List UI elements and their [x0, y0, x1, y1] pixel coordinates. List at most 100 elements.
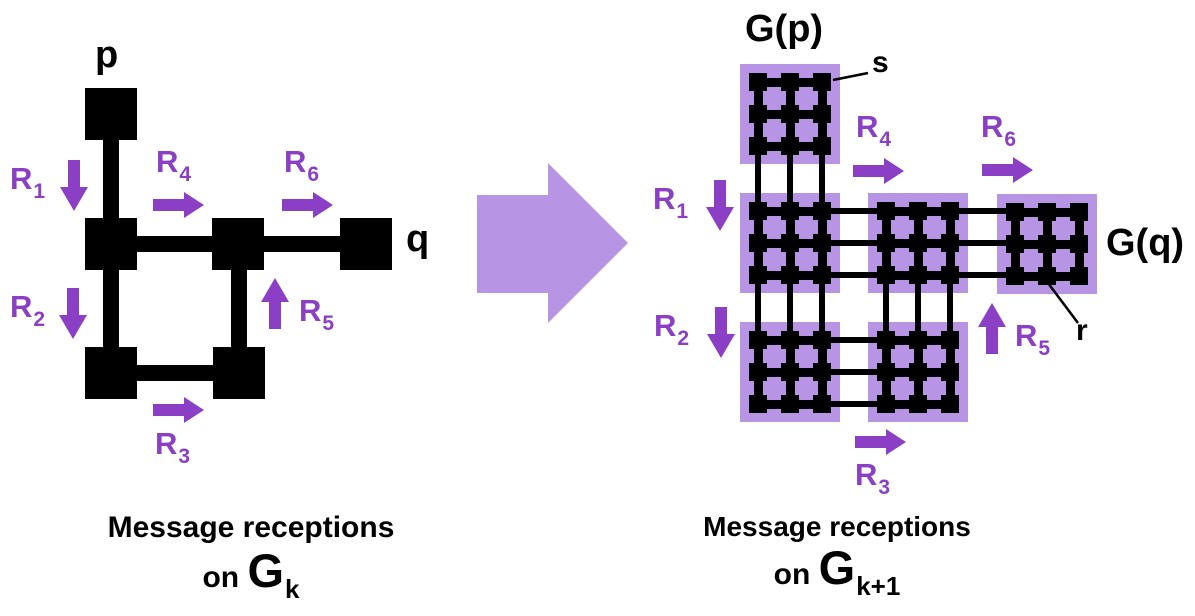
supernode-cell	[813, 395, 831, 413]
supernode-cell	[781, 363, 799, 381]
supernode-cell	[1038, 203, 1056, 221]
left-caption-line2: on Gk	[40, 543, 462, 602]
supernode-cell	[749, 105, 767, 123]
reception-letter: R	[653, 181, 676, 216]
arrow-head-down-icon	[707, 334, 735, 358]
reception-letter: R	[856, 109, 879, 144]
reception-label-r4-left: R4	[156, 144, 191, 185]
reception-letter: R	[1015, 318, 1038, 353]
graph-edge	[111, 236, 238, 252]
arrow-shaft	[715, 307, 727, 335]
arrow-head-up-icon	[261, 278, 289, 302]
arrow-shaft	[986, 326, 998, 354]
supernode-cell	[1070, 203, 1088, 221]
right-caption-line1: Message receptions	[703, 511, 971, 542]
graph-edge	[103, 114, 119, 244]
supernode-cell	[749, 395, 767, 413]
arrow-head-right-icon	[313, 192, 333, 218]
reception-label-r1-left: R1	[10, 161, 45, 202]
reception-label-r5-left: R5	[299, 295, 334, 334]
reception-letter: R	[10, 161, 33, 196]
reception-letter: R	[155, 426, 178, 461]
right-caption-on: on	[773, 558, 811, 592]
reception-label-r2-left: R2	[10, 291, 45, 330]
reception-subscript: 2	[677, 327, 690, 350]
intercluster-edge	[822, 369, 886, 375]
reception-letter: R	[981, 109, 1004, 144]
right-caption-subscript: k+1	[856, 571, 901, 602]
reception-letter: R	[156, 144, 179, 179]
graph-node-p-node	[85, 88, 137, 140]
reception-label-r4-right: R4	[856, 109, 891, 150]
graph-edge	[231, 244, 247, 373]
reception-label-r3-right: R3	[855, 459, 890, 498]
intercluster-edge	[950, 272, 1015, 278]
graph-node-bottom-left-node	[85, 347, 137, 399]
arrow-shaft	[282, 199, 314, 211]
node-label-p: p	[95, 34, 119, 76]
right-caption-g: G	[818, 541, 856, 595]
supernode-cell	[813, 202, 831, 220]
arrow-head-right-icon	[184, 397, 204, 423]
reception-arrow-r1-left	[60, 160, 88, 211]
supernode-cell	[1070, 235, 1088, 253]
supernode-cell	[781, 105, 799, 123]
reception-arrow-r3-left	[153, 397, 204, 423]
intercluster-edge	[822, 240, 886, 246]
intercluster-edge	[822, 272, 886, 278]
reception-subscript: 3	[878, 476, 891, 499]
reception-letter: R	[284, 144, 307, 179]
supernode-cell	[877, 363, 895, 381]
arrow-head-down-icon	[706, 207, 734, 231]
intercluster-edge	[950, 240, 1015, 246]
supernode-cell	[877, 331, 895, 349]
supernode-cell	[749, 266, 767, 284]
reception-label-r5-right: R5	[1015, 318, 1050, 359]
supernode-cell	[813, 105, 831, 123]
left-caption-g: G	[247, 543, 285, 597]
supernode-cell	[941, 395, 959, 413]
intercluster-edge	[822, 401, 886, 407]
supernode-cell	[909, 266, 927, 284]
transform-arrow-head	[548, 163, 628, 323]
reception-letter: R	[654, 308, 677, 343]
arrow-shaft	[67, 288, 79, 316]
reception-label-r1-right: R1	[653, 181, 688, 222]
supernode-cell	[877, 202, 895, 220]
graph-node-q-node	[340, 218, 392, 270]
arrow-shaft	[68, 160, 80, 188]
reception-arrow-r2-right	[707, 307, 735, 358]
node-label-s: s	[872, 46, 889, 79]
left-caption-subscript: k	[285, 573, 300, 604]
arrow-shaft	[153, 404, 185, 416]
supernode-cell	[877, 266, 895, 284]
intercluster-edge	[755, 275, 761, 340]
supernode-cell	[749, 234, 767, 252]
left-caption: Message receptions on Gk	[40, 512, 462, 602]
supernode-cell	[909, 395, 927, 413]
supernode-cell	[941, 363, 959, 381]
supernode-cell	[813, 137, 831, 155]
reception-label-r3-left: R3	[155, 426, 190, 467]
arrow-head-down-icon	[59, 315, 87, 339]
reception-subscript: 3	[178, 445, 191, 468]
supernode-cell	[1070, 267, 1088, 285]
supernode-cell	[781, 137, 799, 155]
intercluster-edge	[755, 146, 761, 211]
reception-label-r2-right: R2	[654, 308, 689, 349]
supernode-cell	[877, 234, 895, 252]
arrow-shaft	[853, 165, 885, 177]
supernode-cell	[749, 202, 767, 220]
supernode-cell	[1038, 267, 1056, 285]
supernode-cell	[749, 137, 767, 155]
reception-subscript: 6	[307, 163, 320, 186]
cluster-label-gp: G(p)	[745, 8, 824, 50]
reception-arrow-r1-right	[706, 180, 734, 231]
supernode-cell	[941, 234, 959, 252]
supernode-cell	[1006, 203, 1024, 221]
arrow-head-right-icon	[184, 192, 204, 218]
reception-arrow-r5-left	[261, 278, 289, 329]
supernode-cell	[749, 363, 767, 381]
intercluster-edge	[950, 208, 1015, 214]
supernode-cell	[909, 363, 927, 381]
